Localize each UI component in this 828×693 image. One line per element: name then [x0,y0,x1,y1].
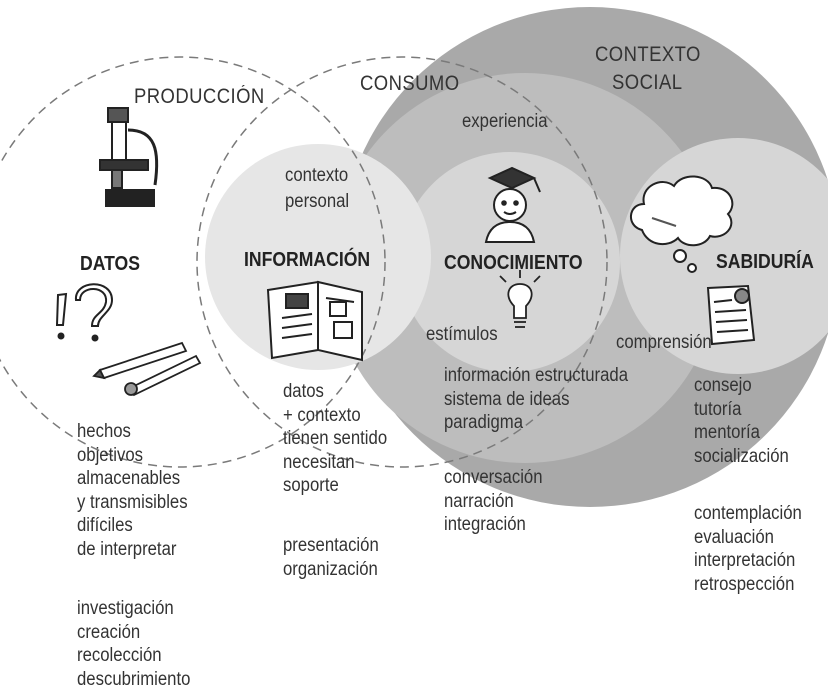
list-item: investigación [77,598,174,619]
consumption-dashed-circle [196,56,608,468]
datos-actions-list: investigación creación recolección descu… [77,597,190,691]
production-dashed-circle [0,56,386,468]
list-item: descubrimiento [77,668,191,690]
graduate-student-icon [484,166,541,243]
list-item: narración [444,490,514,512]
conocimiento-actions-list: conversación narración integración [444,466,543,537]
list-item: recolección [77,645,162,666]
sabiduria-title: SABIDURÍA [716,251,814,273]
list-item: mentoría [694,422,760,443]
informacion-title: INFORMACIÓN [244,249,371,271]
produccion-label: PRODUCCIÓN [134,85,265,108]
informacion-traits-list: datos + contexto tienen sentido necesita… [283,380,387,498]
experiencia-label: experiencia [462,111,548,132]
contexto-personal-label-line2: personal [285,191,350,212]
list-item: tutoría [694,398,742,420]
list-item: información estructurada [444,365,629,386]
comprension-label: comprensión [616,332,712,353]
thought-cloud-icon [630,175,734,273]
list-item: retrospección [694,573,795,595]
document-icon [706,284,756,346]
conocimiento-traits-list: información estructurada sistema de idea… [444,364,628,435]
consumo-label: CONSUMO [360,72,460,95]
list-item: almacenables [77,468,181,489]
list-item: integración [444,514,526,535]
list-item: datos [283,381,324,402]
lightbulb-icon [499,270,541,328]
list-item: contemplación [694,503,802,524]
list-item: + contexto [283,404,361,426]
conocimiento-title: CONOCIMIENTO [444,252,583,274]
pencil-icon [92,341,202,397]
list-item: organización [283,558,378,580]
list-item: evaluación [694,526,774,548]
list-item: consejo [694,375,752,396]
list-item: interpretación [694,550,796,571]
open-book-icon [266,280,363,362]
list-item: tienen sentido [283,428,388,449]
exclamation-icon [55,292,68,340]
informacion-actions-list: presentación organización [283,534,379,581]
contexto-social-label-line1: CONTEXTO [595,43,701,66]
list-item: presentación [283,535,379,556]
estimulos-label: estímulos [426,324,498,345]
list-item: objetivos [77,444,143,466]
datos-traits-list: hechos objetivos almacenables y transmis… [77,420,188,561]
list-item: de interpretar [77,538,177,560]
list-item: necesitan [283,451,355,473]
list-item: y transmisibles [77,491,188,513]
list-item: sistema de ideas [444,388,570,410]
microscope-icon [99,107,159,207]
contexto-personal-label-line1: contexto [285,165,349,186]
sabiduria-actions-list: contemplación evaluación interpretación … [694,502,802,596]
contexto-social-label-line2: SOCIAL [612,71,683,94]
question-icon [74,283,114,342]
datos-title: DATOS [80,253,140,275]
sabiduria-traits-list: consejo tutoría mentoría socialización [694,374,789,468]
knowledge-circle [400,152,620,372]
list-item: difíciles [77,515,133,536]
list-item: conversación [444,467,543,488]
list-item: paradigma [444,412,524,433]
list-item: soporte [283,475,339,496]
information-circle [205,144,431,370]
list-item: creación [77,621,141,643]
list-item: hechos [77,421,131,442]
list-item: socialización [694,445,789,467]
